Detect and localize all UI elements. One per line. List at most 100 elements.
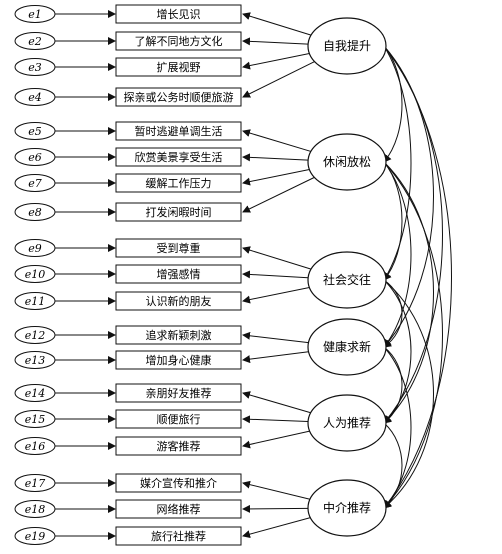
error-node: [14, 148, 56, 166]
indicator-label: 认识新的朋友: [146, 294, 212, 308]
indicator-label: 游客推荐: [157, 439, 201, 453]
indicator-label: 旅行社推荐: [151, 529, 206, 543]
error-node: [14, 474, 56, 492]
error-node: [14, 5, 56, 23]
loading-arrow: [242, 12, 312, 36]
error-label: e2: [28, 35, 42, 48]
indicator-box: [115, 173, 242, 193]
covariance-arc: [376, 272, 434, 509]
loading-arrow: [242, 331, 309, 344]
error-label: e13: [25, 354, 46, 367]
factor-label: 自我提升: [323, 38, 371, 53]
loading-arrow: [242, 504, 309, 513]
error-node: [14, 384, 56, 402]
indicator-box: [115, 350, 242, 370]
indicator-box: [115, 291, 242, 311]
error-label: e16: [25, 440, 46, 453]
error-label: e19: [25, 530, 46, 543]
indicator-label: 网络推荐: [157, 502, 201, 516]
factor-label: 中介推荐: [323, 500, 371, 515]
error-label: e17: [25, 477, 46, 490]
factor-label: 人为推荐: [323, 416, 371, 430]
indicator-box: [115, 409, 242, 429]
covariance-arc: [376, 154, 443, 509]
indicator-label: 媒介宣传和推介: [140, 476, 217, 490]
factor-label: 社会交往: [323, 272, 371, 287]
error-label: e18: [25, 503, 46, 516]
loading-arrow: [242, 270, 309, 279]
indicator-box: [115, 4, 242, 24]
indicator-label: 增加身心健康: [146, 353, 212, 367]
error-node: [14, 292, 56, 310]
loading-arrow: [242, 168, 310, 186]
loading-arrow: [242, 351, 309, 364]
loading-arrow: [242, 176, 315, 213]
error-label: e3: [28, 61, 42, 74]
loading-arrow: [242, 61, 315, 98]
error-label: e14: [25, 387, 46, 400]
covariance-arc: [376, 154, 434, 424]
error-node: [14, 326, 56, 344]
error-node: [14, 410, 56, 428]
indicator-box: [115, 436, 242, 456]
indicator-box: [115, 57, 242, 77]
loading-arrow: [242, 153, 309, 162]
error-label: e6: [28, 151, 42, 164]
error-node: [14, 122, 56, 140]
factor-node: [307, 479, 387, 537]
indicator-box: [115, 31, 242, 51]
factor-node: [307, 133, 387, 191]
factor-node: [307, 251, 387, 309]
covariance-arc: [376, 272, 412, 424]
indicator-label: 探亲或公务时顺便旅游: [124, 90, 234, 104]
indicator-box: [115, 87, 242, 107]
loading-arrow: [242, 286, 310, 304]
covariance-arc: [376, 339, 412, 509]
error-label: e10: [25, 268, 46, 281]
error-node: [14, 351, 56, 369]
indicator-box: [115, 147, 242, 167]
loading-arrow: [242, 129, 312, 152]
error-label: e15: [25, 413, 46, 426]
error-node: [14, 32, 56, 50]
indicator-box: [115, 238, 242, 258]
loading-arrow: [242, 391, 311, 414]
indicator-box: [115, 264, 242, 284]
covariance-arc: [376, 38, 452, 509]
loading-arrow: [242, 480, 311, 500]
error-label: e12: [25, 329, 46, 342]
error-node: [14, 58, 56, 76]
indicator-label: 增强感情: [157, 267, 201, 281]
indicator-box: [115, 325, 242, 345]
error-node: [14, 527, 56, 545]
factor-label: 休闲放松: [323, 154, 371, 169]
loading-arrow: [242, 517, 311, 539]
error-node: [14, 265, 56, 283]
indicator-label: 受到尊重: [157, 241, 201, 255]
factor-label: 健康求新: [323, 339, 371, 354]
error-node: [14, 437, 56, 455]
indicator-box: [115, 121, 242, 141]
error-node: [14, 203, 56, 221]
error-label: e8: [28, 206, 42, 219]
factor-node: [307, 394, 387, 452]
covariance-arc: [376, 415, 403, 509]
covariance-arc: [376, 37, 412, 281]
indicator-label: 追求新颖刺激: [146, 328, 212, 342]
indicator-label: 顺便旅行: [157, 412, 201, 426]
indicator-label: 扩展视野: [157, 60, 201, 74]
error-label: e5: [28, 125, 42, 138]
error-label: e7: [28, 177, 42, 190]
indicator-box: [115, 499, 242, 519]
error-node: [14, 239, 56, 257]
indicator-label: 缓解工作压力: [146, 176, 212, 190]
indicator-label: 亲朋好友推荐: [146, 386, 212, 400]
indicator-label: 欣赏美景享受生活: [135, 150, 223, 164]
error-label: e9: [28, 242, 42, 255]
loading-arrow: [242, 415, 309, 424]
indicator-label: 暂时逃避单调生活: [135, 124, 223, 138]
error-node: [14, 88, 56, 106]
indicator-box: [115, 202, 242, 222]
loading-arrow: [242, 37, 309, 46]
